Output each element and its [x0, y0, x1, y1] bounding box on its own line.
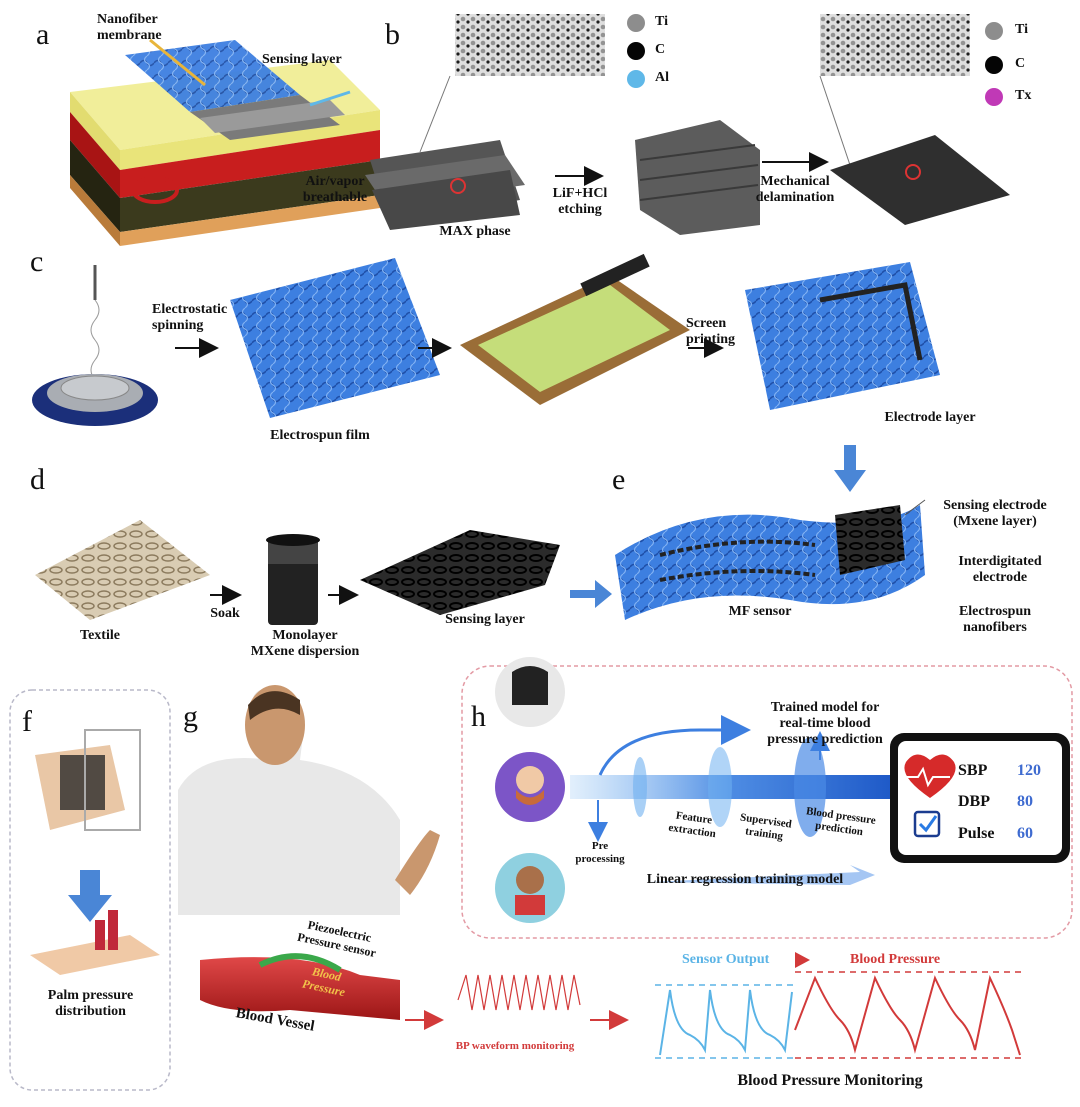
- palm-pressure-label: Palm pressure distribution: [47, 988, 134, 1020]
- soak-label: Soak: [210, 606, 240, 621]
- textile-label: Textile: [80, 628, 120, 643]
- trained-model-label: Trained model for real-time blood pressu…: [767, 700, 883, 748]
- breathable-label: Air/vapor breathable: [302, 174, 368, 206]
- panel-g-illustration: [178, 685, 629, 1030]
- legend-c-left: C: [655, 42, 666, 57]
- panel-c-illustration: [32, 253, 940, 492]
- screen-printing-label: Screen printing: [686, 316, 736, 348]
- bp-waveform-label: BP waveform monitoring: [455, 1040, 575, 1052]
- max-phase-label: MAX phase: [439, 224, 511, 239]
- panel-label-a: a: [36, 18, 50, 51]
- dbp-label: DBP: [958, 793, 990, 810]
- panel-label-e: e: [612, 463, 626, 496]
- panel-b-illustration: [365, 14, 1010, 235]
- pulse-value: 60: [1017, 825, 1033, 842]
- sbp-value: 120: [1017, 762, 1041, 779]
- panel-g-waveforms: [457, 952, 1025, 1059]
- panel-label-b: b: [385, 18, 400, 51]
- panel-e-illustration: [615, 499, 926, 620]
- nanofiber-membrane-label: Nanofiber membrane: [97, 12, 162, 44]
- panel-f-illustration: [9, 689, 171, 1091]
- legend-ti-right: Ti: [1015, 22, 1028, 37]
- panel-label-h: h: [471, 700, 486, 733]
- delamination-label: Mechanical delamination: [755, 174, 835, 206]
- sensing-layer-label-a: Sensing layer: [262, 52, 342, 67]
- sbp-label: SBP: [958, 762, 988, 779]
- legend-ti-dot-right: [985, 22, 1003, 40]
- blood-pressure-output-label: Blood Pressure: [850, 952, 941, 967]
- panel-label-d: d: [30, 463, 45, 496]
- legend-c-right: C: [1015, 56, 1026, 71]
- panel-label-c: c: [30, 245, 44, 278]
- pre-processing-label: Pre processing: [575, 840, 625, 865]
- legend-al: Al: [655, 70, 669, 85]
- linear-regression-label: Linear regression training model: [646, 872, 844, 887]
- interdigitated-electrode-label: Interdigitated electrode: [958, 554, 1042, 586]
- panel-d-illustration: [35, 520, 612, 625]
- panel-label-g: g: [183, 700, 198, 733]
- electrode-layer-label: Electrode layer: [884, 410, 976, 425]
- dbp-value: 80: [1017, 793, 1033, 810]
- electrostatic-spinning-label: Electrostatic spinning: [152, 302, 228, 334]
- sensor-output-label: Sensor Output: [682, 952, 770, 967]
- panel-label-f: f: [22, 705, 32, 738]
- electrospun-film-label: Electrospun film: [270, 428, 370, 443]
- legend-ti-left: Ti: [655, 14, 668, 29]
- panel-h-illustration: [461, 657, 1073, 939]
- etching-label: LiF+HCl etching: [552, 186, 608, 218]
- pulse-label: Pulse: [958, 825, 995, 842]
- legend-c-dot-left: [627, 42, 645, 60]
- legend-ti-dot-left: [627, 14, 645, 32]
- legend-c-dot-right: [985, 56, 1003, 74]
- mxene-dispersion-label: Monolayer MXene dispersion: [250, 628, 360, 660]
- legend-al-dot: [627, 70, 645, 88]
- legend-tx-dot: [985, 88, 1003, 106]
- mf-sensor-label: MF sensor: [728, 604, 792, 619]
- sensing-electrode-label: Sensing electrode (Mxene layer): [943, 498, 1047, 530]
- panel-a-illustration: [70, 38, 380, 246]
- legend-tx: Tx: [1015, 88, 1032, 103]
- electrospun-nanofibers-label: Electrospun nanofibers: [958, 604, 1032, 636]
- sensing-layer-label-d: Sensing layer: [445, 612, 525, 627]
- bp-monitoring-title: Blood Pressure Monitoring: [737, 1072, 923, 1089]
